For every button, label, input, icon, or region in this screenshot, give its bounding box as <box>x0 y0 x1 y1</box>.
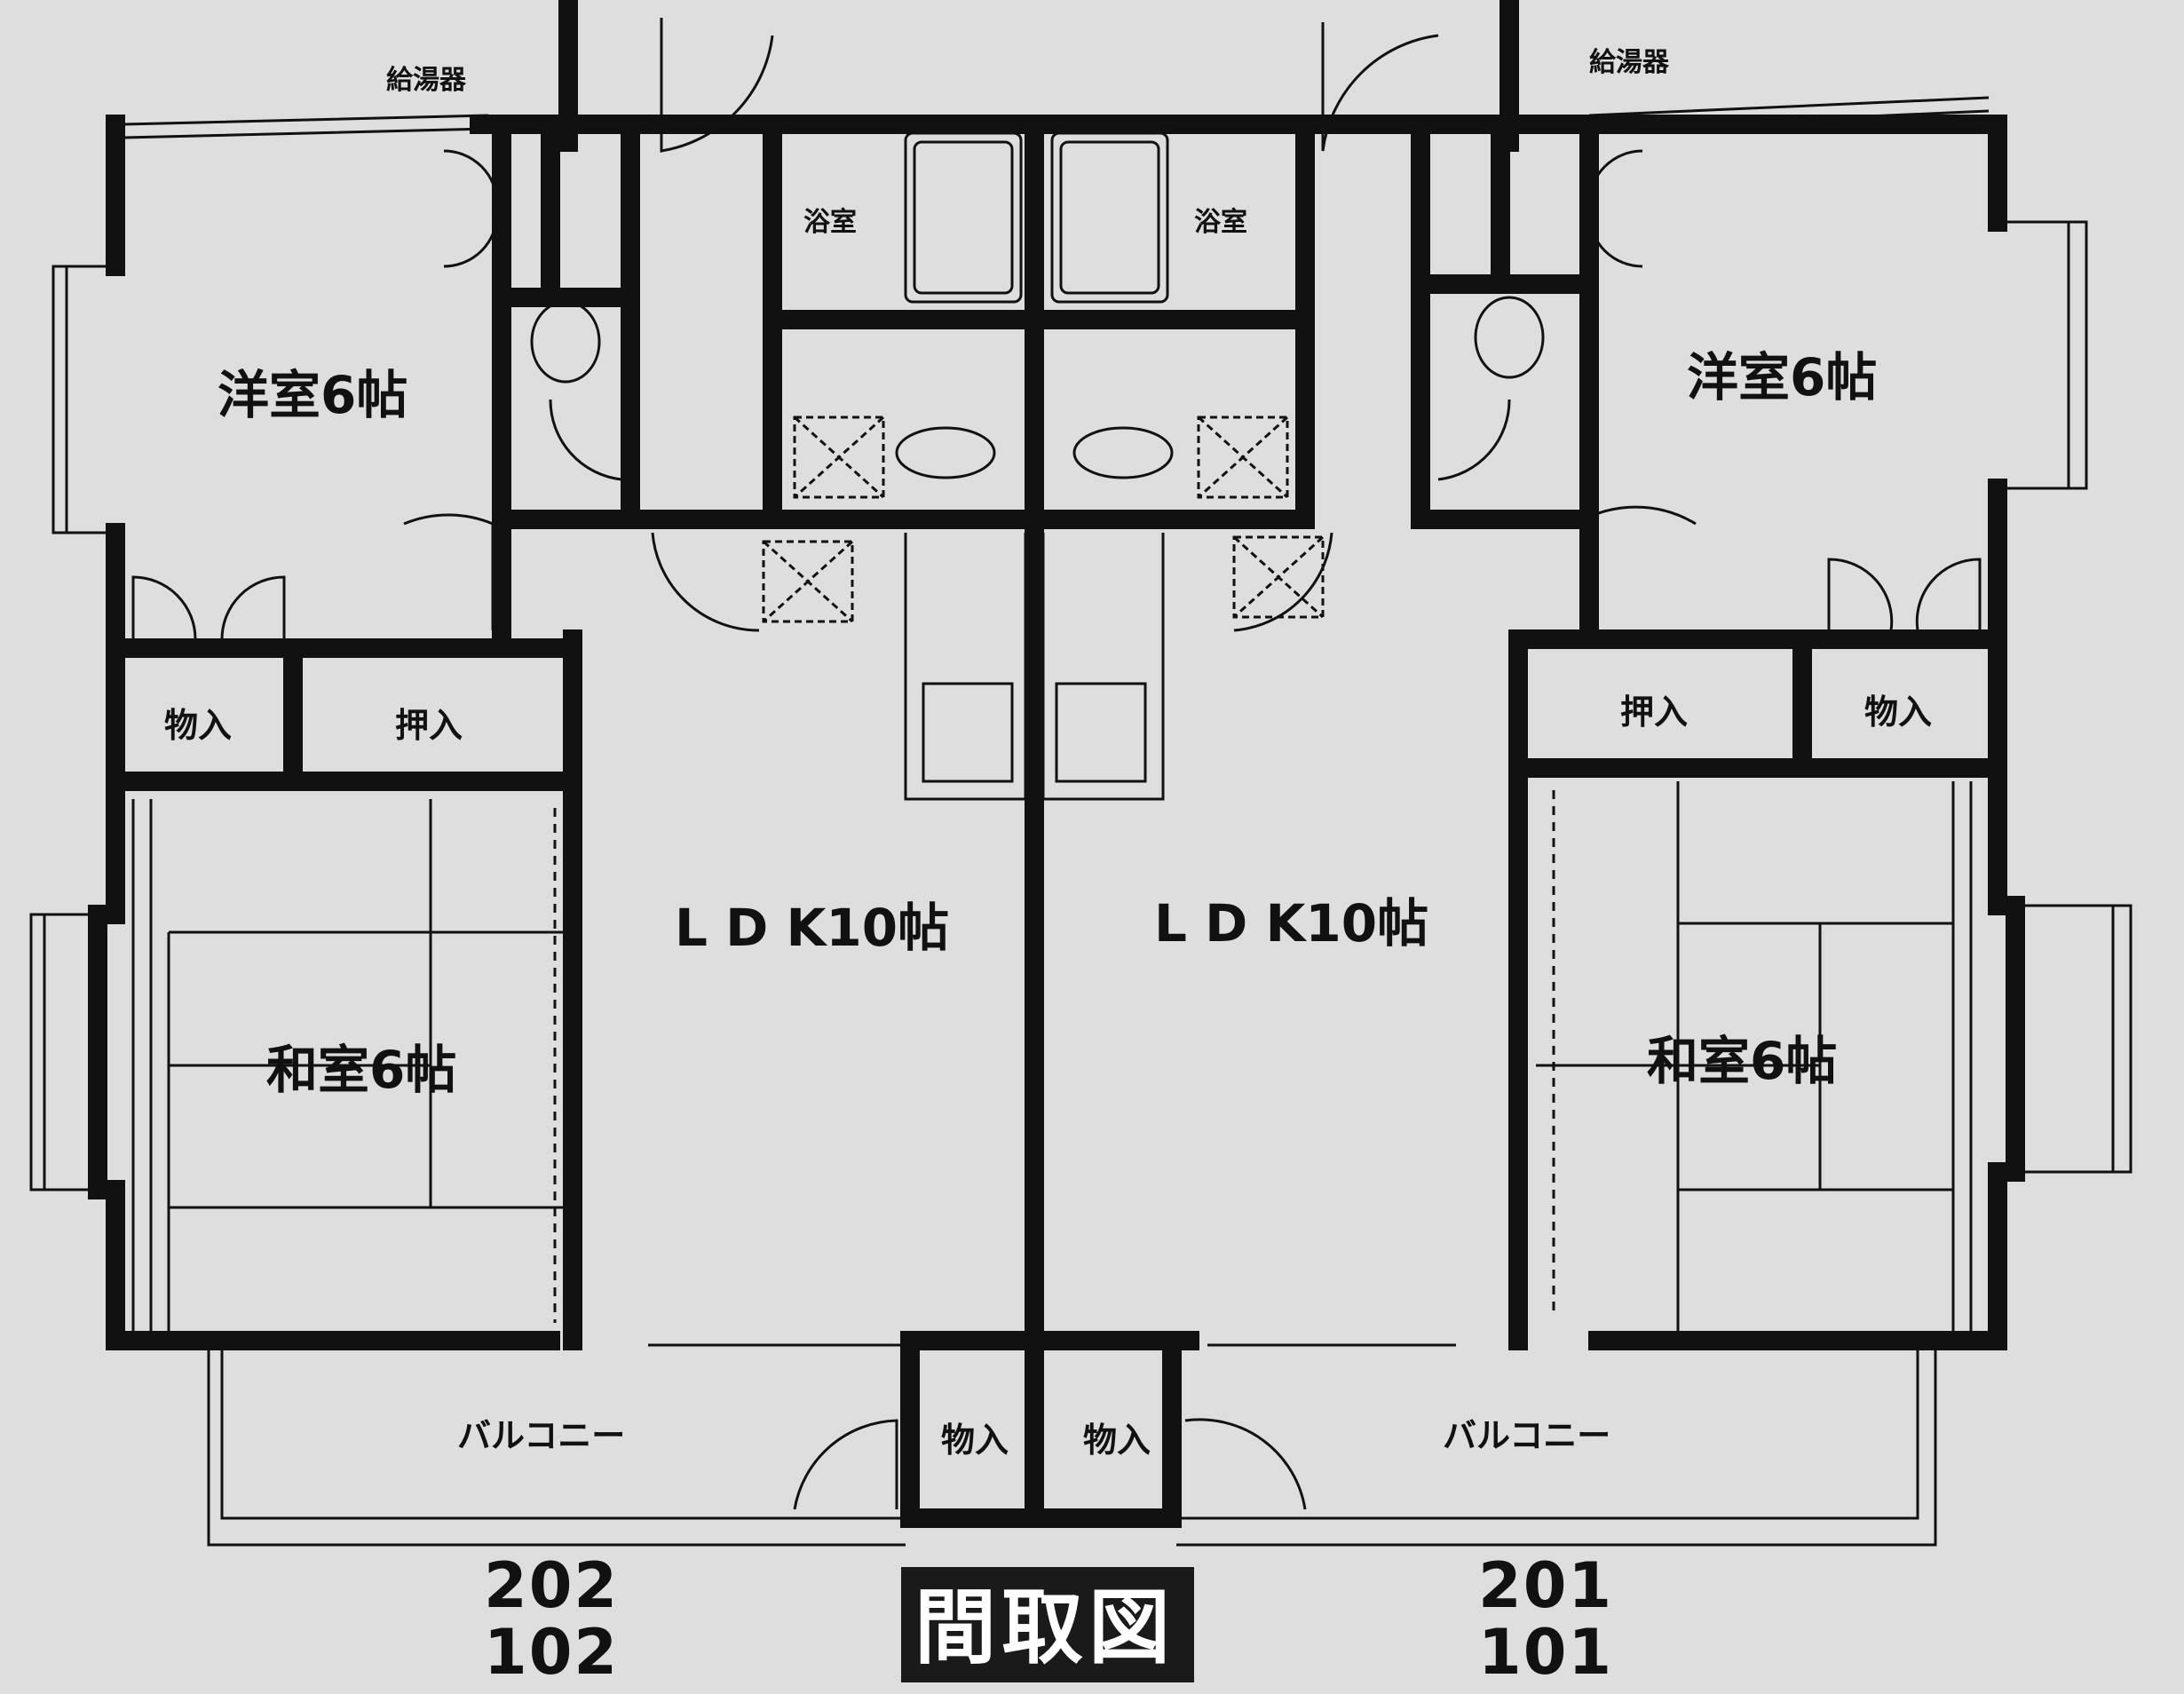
label-closet-right-a: 押入 <box>1620 693 1688 732</box>
thin-details <box>29 18 2133 1547</box>
title-background <box>901 1567 1194 1682</box>
label-japanese-right: 和室6帖 <box>1647 1031 1837 1091</box>
label-closet-left-a: 物入 <box>164 706 232 745</box>
room-labels: 洋室6帖 洋室6帖 和室6帖 和室6帖 L D K10帖 L D K10帖 浴室… <box>164 47 1932 1460</box>
label-closet-right-b: 物入 <box>1864 693 1932 732</box>
unit-numbers: 202 102 201 101 <box>484 1549 1613 1689</box>
label-ldk-left: L D K10帖 <box>675 898 949 958</box>
label-balcony-left: バルコニー <box>457 1416 625 1455</box>
plan-title: 間取図 <box>914 1580 1175 1675</box>
unit-left-upper: 202 <box>484 1549 619 1622</box>
unit-right-lower: 101 <box>1478 1616 1613 1689</box>
structural-walls <box>88 0 2025 1528</box>
label-balcony-right: バルコニー <box>1443 1416 1610 1455</box>
plan-title-block: 間取図 <box>901 1567 1194 1682</box>
label-japanese-left: 和室6帖 <box>266 1040 456 1100</box>
label-bath-right: 浴室 <box>1194 207 1247 238</box>
label-ldk-right: L D K10帖 <box>1154 893 1428 954</box>
unit-right-upper: 201 <box>1478 1549 1613 1622</box>
unit-left-lower: 102 <box>484 1616 619 1689</box>
label-storage-right: 物入 <box>1083 1421 1151 1460</box>
label-storage-left: 物入 <box>941 1421 1009 1460</box>
label-western-right: 洋室6帖 <box>1687 347 1877 408</box>
label-western-left: 洋室6帖 <box>218 365 408 425</box>
label-heater-right: 給湯器 <box>1589 47 1670 78</box>
label-heater-left: 給湯器 <box>386 65 467 96</box>
label-closet-left-b: 押入 <box>395 706 463 745</box>
label-bath-left: 浴室 <box>803 207 857 238</box>
